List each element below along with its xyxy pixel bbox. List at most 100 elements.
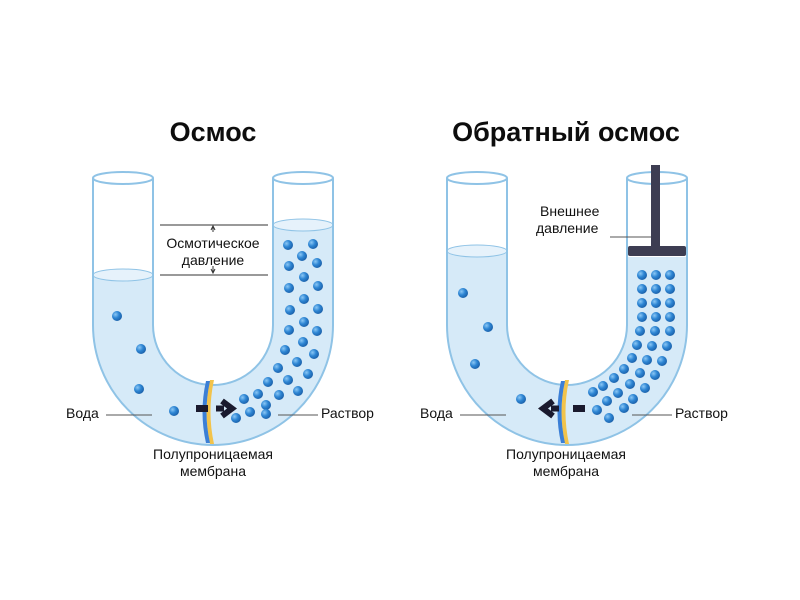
particle — [293, 386, 303, 396]
particle — [619, 403, 629, 413]
osmosis-solution-label: Раствор — [321, 405, 374, 421]
osmotic-pressure-marker — [160, 224, 268, 276]
particle — [625, 379, 635, 389]
particle — [284, 261, 294, 271]
particle — [619, 364, 629, 374]
solution-particles — [231, 239, 323, 423]
osmotic-pressure-line-1: Осмотическое — [166, 235, 260, 251]
particle — [662, 341, 672, 351]
particle — [640, 383, 650, 393]
particle — [231, 413, 241, 423]
particle — [313, 281, 323, 291]
particle — [136, 344, 146, 354]
particle — [657, 356, 667, 366]
external-pressure-line-1: Внешнее — [540, 203, 600, 219]
particle — [274, 390, 284, 400]
left-water-surface — [92, 268, 154, 282]
particle — [308, 239, 318, 249]
particle — [642, 355, 652, 365]
particle — [169, 406, 179, 416]
particle — [650, 370, 660, 380]
piston — [628, 165, 686, 256]
particle — [284, 283, 294, 293]
reverse-osmosis-title: Обратный осмос — [452, 117, 680, 147]
particle — [651, 270, 661, 280]
left-water-surface — [446, 244, 508, 258]
particle — [299, 272, 309, 282]
particle — [285, 305, 295, 315]
particle — [470, 359, 480, 369]
particle — [239, 394, 249, 404]
solution-particles — [588, 270, 675, 423]
particle — [253, 389, 263, 399]
particle — [588, 387, 598, 397]
particle — [647, 341, 657, 351]
particle — [651, 298, 661, 308]
water-particles — [458, 288, 526, 404]
particle — [637, 312, 647, 322]
particle — [280, 345, 290, 355]
particle — [604, 413, 614, 423]
external-pressure-line-2: давление — [536, 220, 599, 236]
particle — [637, 284, 647, 294]
particle — [602, 396, 612, 406]
osmosis-apparatus — [92, 171, 334, 446]
particle — [483, 322, 493, 332]
reverse-osmosis-apparatus — [446, 165, 688, 446]
particle — [635, 368, 645, 378]
particle — [297, 251, 307, 261]
particle — [650, 326, 660, 336]
particle — [299, 317, 309, 327]
reverse-solution-label: Раствор — [675, 405, 728, 421]
particle — [665, 284, 675, 294]
particle — [245, 407, 255, 417]
particle — [312, 326, 322, 336]
particle — [665, 312, 675, 322]
particle — [651, 312, 661, 322]
particle — [134, 384, 144, 394]
particle — [609, 373, 619, 383]
membrane-label-line-1: Полупроницаемая — [153, 446, 273, 462]
particle — [312, 258, 322, 268]
particle — [299, 294, 309, 304]
particle — [292, 357, 302, 367]
osmotic-pressure-label: Осмотическое давление — [166, 235, 259, 269]
left-tube-rim — [446, 171, 508, 185]
particle — [613, 388, 623, 398]
particle — [592, 405, 602, 415]
particle — [628, 394, 638, 404]
particle — [665, 298, 675, 308]
particle — [112, 311, 122, 321]
particle — [303, 369, 313, 379]
particle — [635, 326, 645, 336]
particle — [627, 353, 637, 363]
particle — [263, 377, 273, 387]
external-pressure-label: Внешнее давление — [536, 203, 599, 237]
reverse-water-label: Вода — [420, 405, 453, 421]
particle — [298, 337, 308, 347]
particle — [651, 284, 661, 294]
right-solution-surface — [272, 218, 334, 232]
reverse-flow-arrow — [538, 398, 585, 419]
right-tube-rim — [272, 171, 334, 185]
osmosis-water-label: Вода — [66, 405, 99, 421]
particle — [637, 270, 647, 280]
osmosis-tube — [92, 178, 334, 446]
particle — [665, 270, 675, 280]
particle — [283, 375, 293, 385]
particle — [458, 288, 468, 298]
particle — [598, 381, 608, 391]
osmotic-pressure-line-2: давление — [181, 252, 245, 268]
particle — [516, 394, 526, 404]
left-tube-rim — [92, 171, 154, 185]
membrane-label-line-2: мембрана — [180, 463, 246, 479]
particle — [261, 400, 271, 410]
particle — [309, 349, 319, 359]
particle — [284, 325, 294, 335]
particle — [313, 304, 323, 314]
particle — [665, 326, 675, 336]
membrane-label-line-1: Полупроницаемая — [506, 446, 626, 462]
particle — [261, 409, 271, 419]
membrane-label-line-2: мембрана — [533, 463, 599, 479]
